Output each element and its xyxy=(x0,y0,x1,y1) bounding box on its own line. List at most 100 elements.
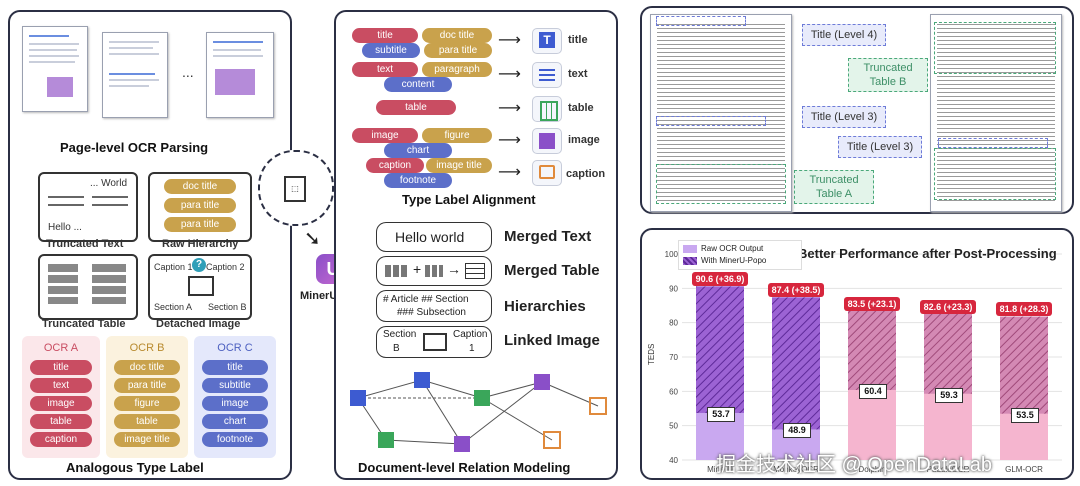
down-arrow-icon: ➘ xyxy=(304,228,321,250)
table-region-b xyxy=(934,22,1056,74)
table-icon xyxy=(532,96,562,122)
x-category-label: GLM-OCR xyxy=(1005,465,1043,474)
y-tick-label: 100 xyxy=(665,250,679,259)
graph-node-table-icon xyxy=(378,432,394,448)
align-pill: doc title xyxy=(422,28,492,43)
linked-image-box: Section B Caption 1 xyxy=(376,326,492,358)
merged-table-box: + → xyxy=(376,256,492,286)
page-thumbnail-1 xyxy=(22,26,88,112)
align-pill: image xyxy=(352,128,418,143)
improvement-badge: 87.4 (+38.5) xyxy=(768,283,824,298)
align-pill: content xyxy=(384,77,452,92)
y-tick-label: 90 xyxy=(669,284,678,293)
linked-section: Section xyxy=(383,329,417,340)
raw-value-badge: 48.9 xyxy=(783,423,811,439)
detached-caption-2: Caption 2 xyxy=(206,262,245,272)
detached-image-card: Caption 1 Caption 2 ? Section A Section … xyxy=(148,254,252,320)
hierarchy-line-2: ### Subsection xyxy=(397,307,466,318)
image-icon xyxy=(215,69,255,95)
table-region-a xyxy=(656,164,786,204)
right-arrow-icon: ⟶ xyxy=(498,32,521,49)
x-category-label: Dolphin xyxy=(858,465,885,474)
relation-graph xyxy=(350,372,607,452)
align-out-image: image xyxy=(568,134,600,146)
linked-caption: Caption xyxy=(453,329,488,340)
graph-node-image-icon xyxy=(534,374,550,390)
ocr-c-head: OCR C xyxy=(217,342,253,354)
image-icon xyxy=(532,128,562,154)
y-tick-label: 50 xyxy=(669,422,678,431)
ocr-a-item: caption xyxy=(30,432,92,447)
watermark: 掘金技术社区 @ OpenDataLab xyxy=(716,454,992,476)
graph-node-table-icon xyxy=(474,390,490,406)
title-level4-tag: Title (Level 4) xyxy=(802,24,886,46)
linked-caption-1: 1 xyxy=(469,343,475,354)
tools-ring xyxy=(258,150,334,226)
align-pill: paragraph xyxy=(422,62,492,77)
ocr-c-item: image xyxy=(202,396,268,411)
right-arrow-icon: ⟶ xyxy=(498,100,521,117)
ocr-b-column: OCR B doc title para title figure table … xyxy=(106,336,188,458)
improvement-badge: 81.8 (+28.3) xyxy=(996,302,1052,317)
linked-image-label: Linked Image xyxy=(504,332,600,349)
graph-node-title-icon xyxy=(350,390,366,406)
truncated-text-label: Truncated Text xyxy=(46,238,124,250)
title-region-3b xyxy=(938,138,1048,148)
ocr-c-item: footnote xyxy=(202,432,268,447)
image-icon xyxy=(47,77,73,97)
align-out-table: table xyxy=(568,102,594,114)
raw-hierarchy-label: Raw Hierarchy xyxy=(162,238,239,250)
align-pill: footnote xyxy=(384,173,452,188)
x-category-label: MinerU xyxy=(707,465,733,474)
legend-swatch-popo xyxy=(683,257,697,265)
ocr-b-item: para title xyxy=(114,378,180,393)
pdf-icon: ⬚ xyxy=(284,176,306,202)
graph-node-title-icon xyxy=(414,372,430,388)
document-page-right xyxy=(930,14,1062,212)
title-level3a-tag: Title (Level 3) xyxy=(802,106,886,128)
ocr-b-item: figure xyxy=(114,396,180,411)
question-icon: ? xyxy=(192,258,206,272)
image-icon xyxy=(188,276,214,296)
y-tick-label: 40 xyxy=(669,456,678,465)
ocr-b-item: image title xyxy=(114,432,180,447)
ocr-a-head: OCR A xyxy=(43,342,79,354)
table-region-b2 xyxy=(934,148,1056,200)
x-category-label: MonkeyOCR xyxy=(773,465,819,474)
chart-ylabel: TEDS xyxy=(647,344,656,365)
hierarchies-label: Hierarchies xyxy=(504,298,586,315)
detached-image-label: Detached Image xyxy=(156,318,241,330)
truncated-table-card xyxy=(38,254,138,320)
ocr-b-item: table xyxy=(114,414,180,429)
left-panel: ... Page-level OCR Parsing ... World Hel… xyxy=(8,10,292,480)
raw-value-badge: 59.3 xyxy=(935,387,963,403)
truncated-table-b-text: Truncated Table B xyxy=(863,62,913,88)
document-page-left xyxy=(650,14,792,212)
improvement-badge: 90.6 (+36.9) xyxy=(692,272,748,287)
image-icon xyxy=(423,333,447,351)
merged-text-value: Hello world xyxy=(395,229,465,245)
ocr-a-item: image xyxy=(30,396,92,411)
truncated-text-card: ... World Hello ... xyxy=(38,172,138,242)
ocr-c-item: chart xyxy=(202,414,268,429)
align-pill: para title xyxy=(424,43,492,58)
align-pill: caption xyxy=(366,158,424,173)
align-pill: chart xyxy=(384,143,452,158)
relation-title: Document-level Relation Modeling xyxy=(358,460,571,475)
y-tick-label: 70 xyxy=(669,353,678,362)
align-pill: image title xyxy=(426,158,492,173)
align-pill: figure xyxy=(422,128,492,143)
analogous-label: Analogous Type Label xyxy=(66,460,204,475)
merged-text-box: Hello world xyxy=(376,222,492,252)
caption-icon xyxy=(532,160,562,186)
align-out-caption: caption xyxy=(566,168,606,180)
ocr-b-item: doc title xyxy=(114,360,180,375)
align-out-text: text xyxy=(568,68,588,80)
ocr-b-head: OCR B xyxy=(129,342,165,354)
text-icon xyxy=(532,62,562,88)
truncated-text-bottom: Hello ... xyxy=(48,222,82,233)
page-thumbnail-2 xyxy=(102,32,168,118)
improvement-badge: 82.6 (+23.3) xyxy=(920,299,976,314)
ocr-a-item: text xyxy=(30,378,92,393)
